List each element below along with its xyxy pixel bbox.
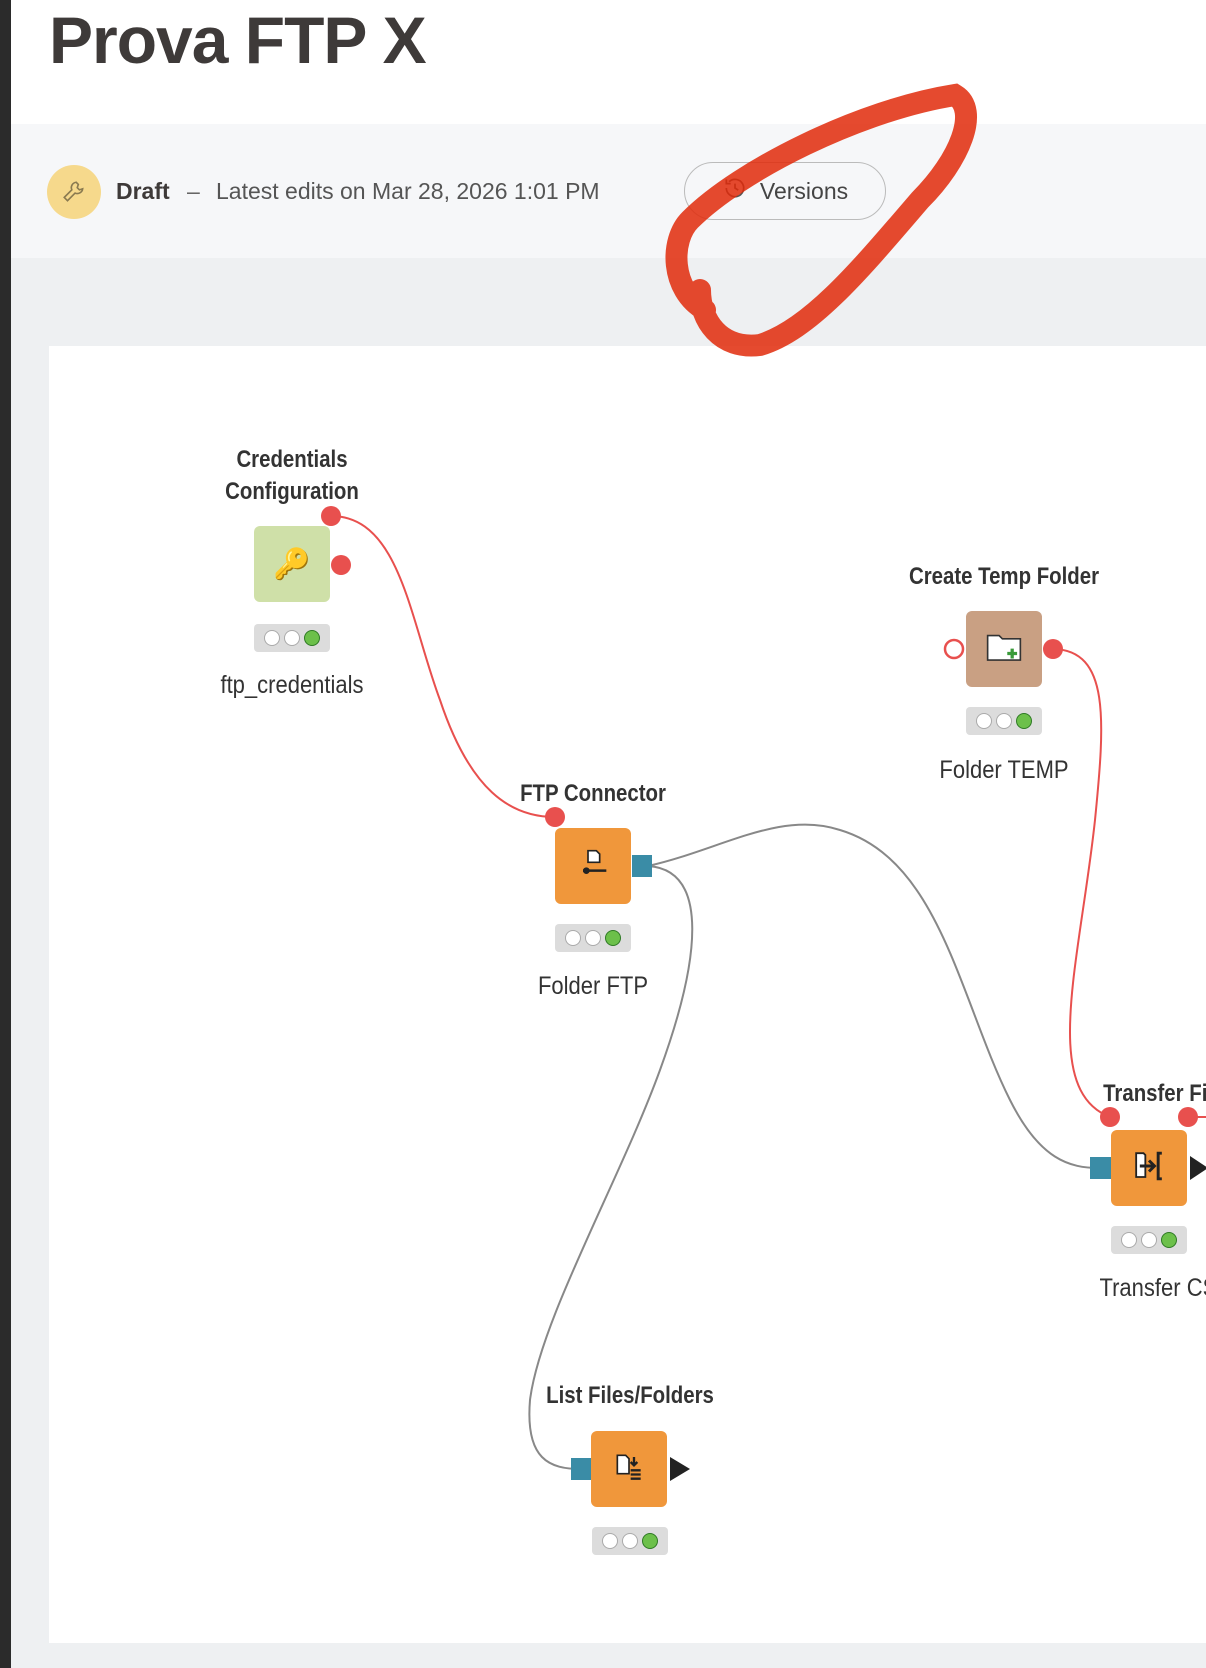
node-ftp-connector[interactable] (555, 828, 631, 904)
node-list-files-folders[interactable] (591, 1431, 667, 1507)
folder-plus-icon (984, 629, 1024, 670)
node-label: List Files/Folders (546, 1382, 714, 1409)
node-label: Create Temp Folder (908, 563, 1100, 590)
node-credentials-configuration[interactable]: 🔑 (254, 526, 330, 602)
node-label: Transfer Fil (1103, 1080, 1206, 1107)
transfer-icon (1127, 1144, 1171, 1193)
credentials-icon: 🔑 (273, 547, 311, 581)
node-create-temp-folder[interactable] (966, 611, 1042, 687)
versions-button[interactable]: Versions (684, 162, 886, 220)
title-area (11, 0, 1206, 124)
node-name[interactable]: Folder TEMP (939, 756, 1069, 784)
latest-edits: Latest edits on Mar 28, 2026 1:01 PM (216, 178, 600, 204)
list-files-icon (609, 1447, 649, 1492)
node-status-lights (966, 707, 1042, 735)
connector-icon (573, 844, 613, 889)
history-icon (722, 175, 748, 207)
node-status-lights (1111, 1226, 1187, 1254)
page-title: Prova FTP X (49, 3, 427, 77)
node-name[interactable]: Folder FTP (537, 972, 649, 1000)
node-status-lights (254, 624, 330, 652)
node-status-lights (555, 924, 631, 952)
workflow-header (11, 124, 1206, 258)
node-label: FTP Connector (520, 780, 666, 807)
draft-status: Draft (116, 178, 170, 204)
node-name[interactable]: Transfer CS (1099, 1274, 1206, 1302)
wrench-icon (47, 165, 101, 219)
node-name[interactable]: ftp_credentials (220, 671, 364, 699)
versions-label: Versions (759, 177, 849, 204)
left-edge (0, 0, 11, 1668)
node-transfer-files[interactable] (1111, 1130, 1187, 1206)
separator: – (187, 178, 200, 204)
node-status-lights (592, 1527, 668, 1555)
